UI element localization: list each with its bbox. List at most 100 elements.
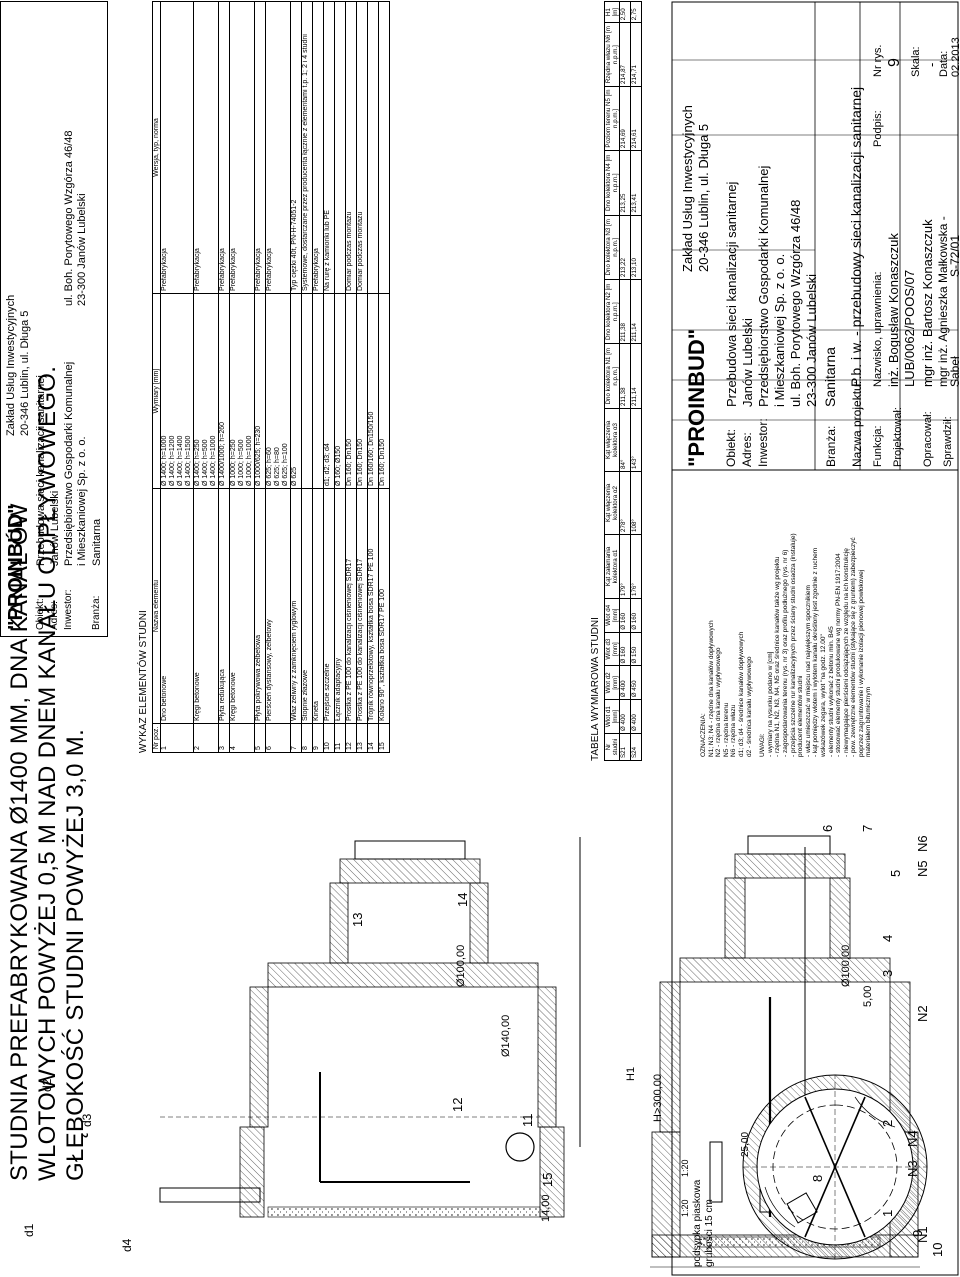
ring-wall-right-b xyxy=(537,986,557,1128)
diameter-label-3: Ø140,00 xyxy=(500,1014,512,1057)
adres-value: Janów Lubelski xyxy=(49,490,61,566)
col-nr: Nr poz. xyxy=(152,723,161,753)
adres-label: Adres: xyxy=(49,601,60,630)
branza-label: Branża: xyxy=(91,595,102,630)
dims-table-cell: Ø 160 xyxy=(619,632,631,666)
dims-table-header-cell: Wlot d3 [mm] xyxy=(604,632,620,666)
tb-company: "PROINBUD" xyxy=(684,328,709,467)
tb-company-sub-1: Zakład Usług Inwestycyjnych xyxy=(680,105,695,272)
title-block-rotated: "PROINBUD" Zakład Usług Inwestycyjnych 2… xyxy=(660,0,960,1277)
tb-projektowal-2: LUB/0062/POOS/07 xyxy=(902,269,917,387)
elements-table-cell: 7 xyxy=(290,723,302,753)
pipe-cross-section-b xyxy=(505,1132,535,1162)
elem-label-13: 13 xyxy=(350,912,365,927)
tb-opracowal: mgr inż. Bartosz Konaszczuk xyxy=(920,219,935,387)
obiekt-value: Przebudowa sieci kanalizacji sanitarnej xyxy=(35,375,47,566)
plan-circle-group xyxy=(742,1074,928,1260)
elements-table-cell: 9 xyxy=(312,723,324,753)
reduction-slab-a xyxy=(679,957,891,983)
elem-label-12: 12 xyxy=(450,1097,465,1112)
inwestor-line-2: i Mieszkaniowej Sp. z o. o. xyxy=(76,436,88,566)
tb-data-label: Data: xyxy=(938,50,950,77)
plan-d3: d3 xyxy=(80,1113,94,1127)
tb-adres: Janów Lubelski xyxy=(740,318,755,407)
elements-table-cell: 1 xyxy=(160,723,194,753)
tb-data: 02.2013 xyxy=(950,37,960,77)
elements-table-cell: 4 xyxy=(229,723,255,753)
elevation-section-b xyxy=(159,837,581,1218)
tb-nazwa: P.b. i w. - przebudowy sieci kanalizacji… xyxy=(848,86,864,387)
tb-company-sub-2: 20-346 Lublin, ul. Długa 5 xyxy=(696,123,711,272)
tb-sprawdzil-label: Sprawdził: xyxy=(942,416,954,467)
tb-inwestor-3: ul. Boh. Porytowego Wzgórza 46/48 xyxy=(788,199,803,407)
tb-projektowal-1: inż. Bogusław Konaszczuk xyxy=(886,233,901,387)
elements-table-cell: 15 xyxy=(378,723,390,753)
tb-branza-label: Branża: xyxy=(824,425,838,467)
tb-projektowal-label: Projektował: xyxy=(892,407,904,467)
reduction-slab-b xyxy=(267,962,539,988)
tb-inwestor-label: Inwestor: xyxy=(756,418,770,467)
dim-14-label: 14,00 xyxy=(540,1194,552,1222)
tb-skala: - xyxy=(924,62,939,67)
elements-table-cell: 2 xyxy=(193,723,219,753)
elements-table-cell: 13 xyxy=(356,723,368,753)
inlet-pipe-n4 xyxy=(709,1141,723,1203)
plan-d4: d4 xyxy=(120,1238,134,1252)
elements-table-cell: 6 xyxy=(265,723,291,753)
tb-obiekt-label: Obiekt: xyxy=(724,428,738,467)
elements-table-cell: 14 xyxy=(367,723,379,753)
elements-table-cell: 3 xyxy=(218,723,230,753)
dims-table-cell: Ø 400 xyxy=(630,699,642,734)
neck-wall-left-b xyxy=(329,882,349,964)
tb-opracowal-label: Opracował: xyxy=(922,411,934,467)
inwestor-line-3: ul. Boh. Porytowego Wzgórza 46/48 xyxy=(63,130,75,306)
company-name: "PROINBUD" xyxy=(5,504,27,630)
tb-nr-label: Nr rys. xyxy=(872,44,884,77)
title-block-frame: "PROINBUD" Zakład Usług Inwestycyjnych 2… xyxy=(0,1,108,637)
ring-wall-left-a xyxy=(659,981,681,1133)
dims-table-cell: Ø 400 xyxy=(619,699,631,734)
sand-bedding-b xyxy=(267,1206,541,1218)
inlet-pipe-outside-b xyxy=(159,1187,261,1203)
plan-angle-arc-2 xyxy=(854,1096,896,1128)
dims-table-cell: S21 xyxy=(619,733,631,761)
tb-podpis-label: Podpis: xyxy=(872,110,884,147)
dims-table-header-cell: Nr studni xyxy=(604,733,620,761)
company-sub-2: 20-346 Lublin, ul. Długa 5 xyxy=(19,310,31,436)
tb-funkcja-label: Funkcja: xyxy=(872,425,884,467)
h1-label: H1 xyxy=(625,1066,637,1081)
company-sub-1: Zakład Usług Inwestycyjnych xyxy=(5,294,17,436)
branza-value: Sanitarna xyxy=(91,518,103,566)
ring-wall-left-b xyxy=(249,986,269,1128)
tb-sprawdzil-3: S-72/01 xyxy=(948,234,960,277)
inwestor-label: Inwestor: xyxy=(63,589,74,630)
title-block-strip: "PROINBUD" Zakład Usług Inwestycyjnych 2… xyxy=(660,0,960,1277)
tb-adres-label: Adres: xyxy=(740,432,754,467)
plan-step-box xyxy=(786,1192,818,1224)
manhole-cover-a xyxy=(747,835,831,855)
inwestor-line-1: Przedsiębiorstwo Gospodarki Komunalnej xyxy=(63,361,75,566)
tb-nr: 9 xyxy=(886,58,903,67)
tb-inwestor-2: i Mieszkaniowej Sp. z o. o. xyxy=(772,253,787,407)
tb-sprawdzil-2: Sabeł xyxy=(948,356,960,387)
dims-table-cell: Ø 450 xyxy=(630,666,642,700)
diameter-label-2: Ø100,00 xyxy=(455,944,467,987)
plan-channel-2 xyxy=(804,1096,866,1238)
tb-obiekt: Przebudowa sieci kanalizacji sanitarnej xyxy=(724,181,739,407)
tb-inwestor-4: 23-300 Janów Lubelski xyxy=(804,274,819,407)
elem-label-15: 15 xyxy=(540,1172,555,1187)
dims-table-header-cell: Wlot d2 [mm] xyxy=(604,666,620,700)
plan-d2: d2 xyxy=(40,1078,54,1092)
tb-nazwa-label: Nazwa projektu: xyxy=(850,380,864,467)
manhole-cover-b xyxy=(354,840,466,860)
dims-table-heading: TABELA WYMIAROWA STUDNI xyxy=(590,617,601,761)
dims-table-cell: S24 xyxy=(630,733,642,761)
obiekt-label: Obiekt: xyxy=(35,598,46,630)
tb-skala-label: Skala: xyxy=(910,46,922,77)
tb-inwestor-1: Przedsiębiorstwo Gospodarki Komunalnej xyxy=(756,165,771,407)
elements-table-cell: 10 xyxy=(323,723,335,753)
plan-d1: d1 xyxy=(22,1223,36,1237)
